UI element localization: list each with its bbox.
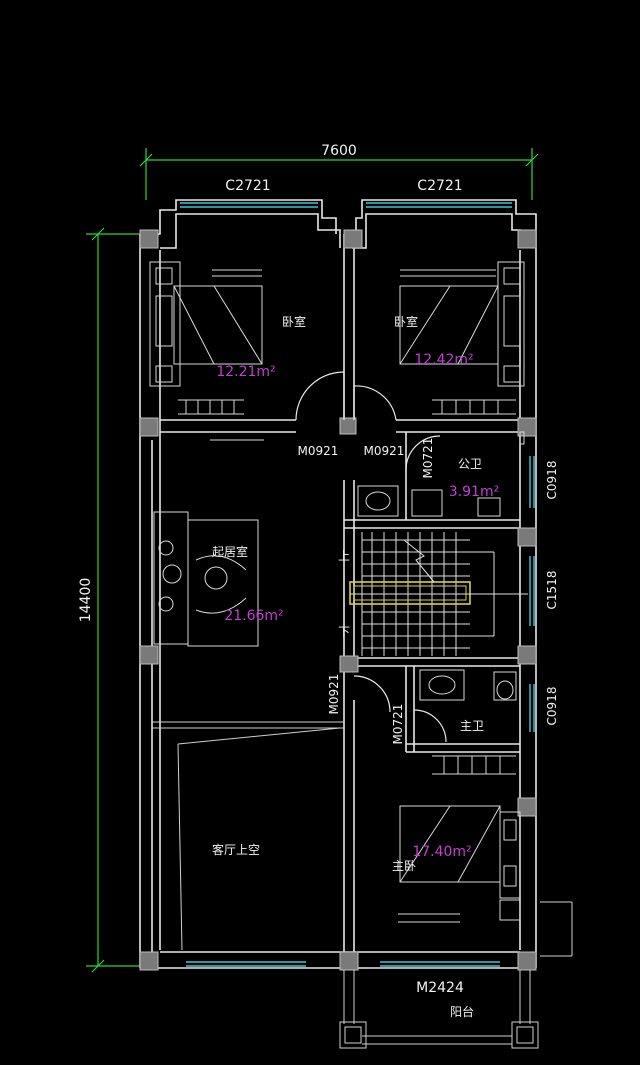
window-public-bath-label: C0918 (545, 461, 559, 500)
stair (349, 532, 528, 656)
door-balcony-label: M2424 (416, 980, 464, 996)
interior-walls (151, 419, 520, 968)
door-right-bed-label: M0921 (364, 444, 405, 458)
bed-right (399, 261, 525, 415)
width-dimension-label: 7600 (321, 143, 357, 159)
balcony-label: 阳台 (450, 1004, 474, 1019)
bed-left (149, 261, 264, 441)
master-bedroom-label: 主卧 (392, 859, 416, 873)
window-top-left-label: C2721 (225, 178, 270, 194)
balcony-structure (339, 901, 573, 1049)
columns (139, 229, 537, 971)
master-bed (398, 755, 521, 923)
bedroom-left-label: 卧室 (282, 314, 306, 329)
living-void-label: 客厅上空 (212, 842, 260, 857)
public-bath-label: 公卫 (458, 457, 482, 471)
doors (295, 371, 447, 743)
family-room-area: 21.66m² (224, 608, 283, 624)
window-top-right-label: C2721 (417, 178, 462, 194)
top-windows (180, 202, 512, 208)
door-public-bath-label: M0721 (421, 438, 435, 479)
door-master-bath-label: M0721 (391, 704, 405, 745)
stair-down-label: 下 (338, 625, 350, 639)
window-stair-label: C1518 (545, 571, 559, 610)
bedroom-right-label: 卧室 (394, 314, 418, 329)
bedroom-right-area: 12.42m² (414, 352, 473, 368)
outer-walls (139, 199, 537, 969)
living-void (177, 727, 355, 951)
master-bedroom-area: 17.40m² (412, 844, 471, 860)
family-room-furniture (153, 511, 259, 647)
door-family-room-label: M0921 (327, 674, 341, 715)
bedroom-left-area: 12.21m² (216, 364, 275, 380)
door-left-bed-label: M0921 (298, 444, 339, 458)
public-bath-area: 3.91m² (449, 484, 499, 500)
family-room-label: 起居室 (212, 544, 248, 559)
master-bath-fixtures (419, 669, 517, 701)
window-master-bath-label: C0918 (545, 687, 559, 726)
public-bath-fixtures (357, 431, 525, 517)
stair-up-label: 上 (338, 549, 350, 563)
dimension-lines (86, 148, 539, 973)
master-bath-label: 主卫 (460, 719, 484, 733)
height-dimension-label: 14400 (78, 578, 94, 623)
side-windows (186, 456, 535, 967)
